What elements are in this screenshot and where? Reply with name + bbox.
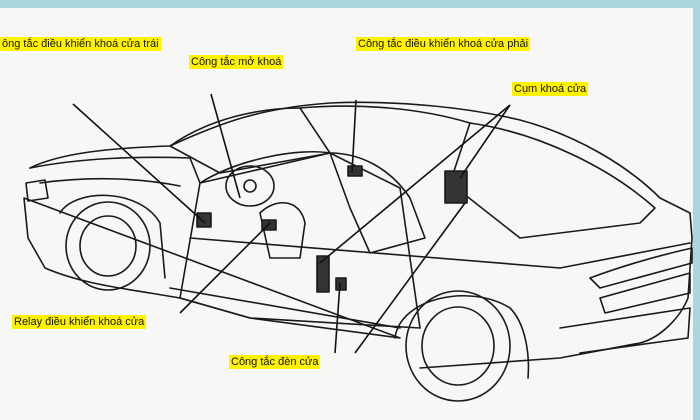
rear-wheel-arch bbox=[394, 295, 530, 379]
label-door-lock-relay: Relay điều khiển khoá cửa bbox=[12, 315, 147, 329]
leader-unlock bbox=[210, 93, 241, 199]
right-switch-part bbox=[347, 165, 363, 177]
car-body-outline bbox=[23, 101, 693, 369]
rear-bumper bbox=[559, 307, 691, 354]
door-window bbox=[329, 152, 426, 254]
label-unlock-switch: Công tắc mở khoá bbox=[189, 55, 284, 69]
headlight bbox=[25, 179, 49, 202]
leader-lock-assy-2 bbox=[319, 104, 511, 264]
leader-lock-assy-1 bbox=[459, 104, 511, 179]
front-wheel-rim bbox=[79, 215, 137, 277]
rear-wheel bbox=[405, 290, 511, 402]
roof-line bbox=[299, 105, 471, 124]
label-left-door-lock-switch: ông tắc điều khiển khoá cửa trái bbox=[0, 37, 161, 51]
steering-wheel bbox=[225, 165, 275, 207]
rear-window bbox=[449, 122, 656, 239]
car-door-lock-diagram bbox=[23, 93, 693, 402]
diagram-canvas: ông tắc điều khiển khoá cửa trái Công tắ… bbox=[0, 8, 693, 420]
door-lock-actuator bbox=[316, 255, 330, 293]
hood-line bbox=[29, 156, 201, 184]
label-right-door-lock-switch: Công tắc điều khiển khoá cửa phải bbox=[356, 37, 531, 51]
front-wheel bbox=[65, 201, 151, 291]
leader-relay bbox=[179, 222, 271, 314]
leader-right-switch bbox=[351, 99, 357, 174]
dashboard bbox=[199, 150, 331, 184]
left-switch-part bbox=[196, 212, 212, 228]
side-sill bbox=[169, 287, 401, 329]
label-door-lock-assembly: Cụm khoá cửa bbox=[512, 82, 589, 96]
windshield bbox=[169, 107, 331, 174]
body-crease bbox=[189, 237, 561, 269]
hood-crease bbox=[39, 177, 181, 187]
leader-door-light-1 bbox=[334, 282, 341, 354]
rear-wheel-rim bbox=[421, 306, 495, 386]
label-door-light-switch: Công tắc đèn cửa bbox=[229, 355, 321, 369]
lock-assembly-part bbox=[444, 170, 468, 204]
door-light-switch-part bbox=[335, 277, 347, 291]
spoiler bbox=[589, 247, 693, 289]
leader-door-light-2 bbox=[354, 202, 466, 354]
steering-hub bbox=[243, 179, 257, 193]
leader-left-switch bbox=[72, 103, 206, 224]
seat bbox=[259, 201, 306, 259]
trunk-line bbox=[559, 242, 691, 269]
front-wheel-arch bbox=[59, 194, 166, 279]
tail-light bbox=[599, 272, 691, 314]
